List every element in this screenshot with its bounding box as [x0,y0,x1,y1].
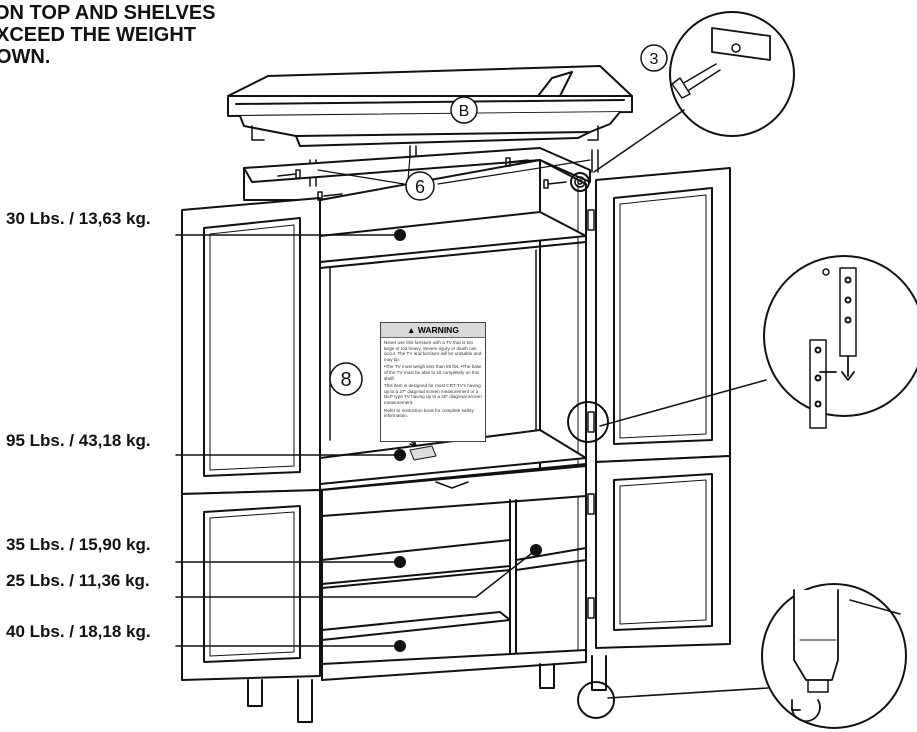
warning-pointer-arrow [403,433,437,461]
warning-triangle-icon: ▲ [407,325,416,335]
warning-title: WARNING [417,325,459,335]
left-lower-door [181,489,321,681]
cabinet-body [243,147,607,723]
shelf-load-points [394,229,542,652]
door-hinges [587,209,595,619]
warning-body: Never use this furniture with a TV that … [381,338,485,423]
weight-label-lower-shelf: 35 Lbs. / 15,90 kg. [6,535,151,554]
top-crown-panel [227,65,633,147]
weight-leaders [175,234,537,647]
right-lower-door [595,455,731,649]
weight-label-bottom: 40 Lbs. / 18,18 kg. [6,622,151,641]
detail-dowel [570,11,795,192]
detail-leveler [577,583,907,729]
callout-label-6: 6 [415,177,425,197]
right-upper-door [595,167,731,463]
warning-paragraph: Refer to instruction book for complete s… [384,407,474,419]
header-line-3: OWN. [0,46,51,68]
callout-bubble-3 [640,44,668,72]
callout-bubble-b [450,96,478,124]
callout-label-8: 8 [340,369,351,391]
header-line-1: ON TOP AND SHELVES [0,2,216,24]
weight-label-side-shelf: 25 Lbs. / 11,36 kg. [6,571,150,590]
callout-6-leaders [317,155,591,185]
warning-paragraph: This item is designed for most CRT TV's … [384,383,482,405]
warning-paragraph: Never use this furniture with a TV that … [384,340,482,362]
left-upper-door [181,197,321,495]
callout-label-b: B [459,103,470,120]
screws [277,157,586,201]
weight-label-top-shelf: 30 Lbs. / 13,63 kg. [6,209,151,228]
warning-paragraph: •The TV must weigh less than 95 lbs. •Th… [384,364,482,381]
callout-bubble-6 [405,171,435,201]
callout-label-3: 3 [650,51,659,68]
warning-label: ▲ WARNING Never use this furniture with … [380,322,486,442]
callout-bubble-8 [329,362,363,396]
header-line-2: XCEED THE WEIGHT [0,24,197,46]
weight-label-tv-shelf: 95 Lbs. / 43,18 kg. [6,431,151,450]
detail-hinge [567,255,917,443]
